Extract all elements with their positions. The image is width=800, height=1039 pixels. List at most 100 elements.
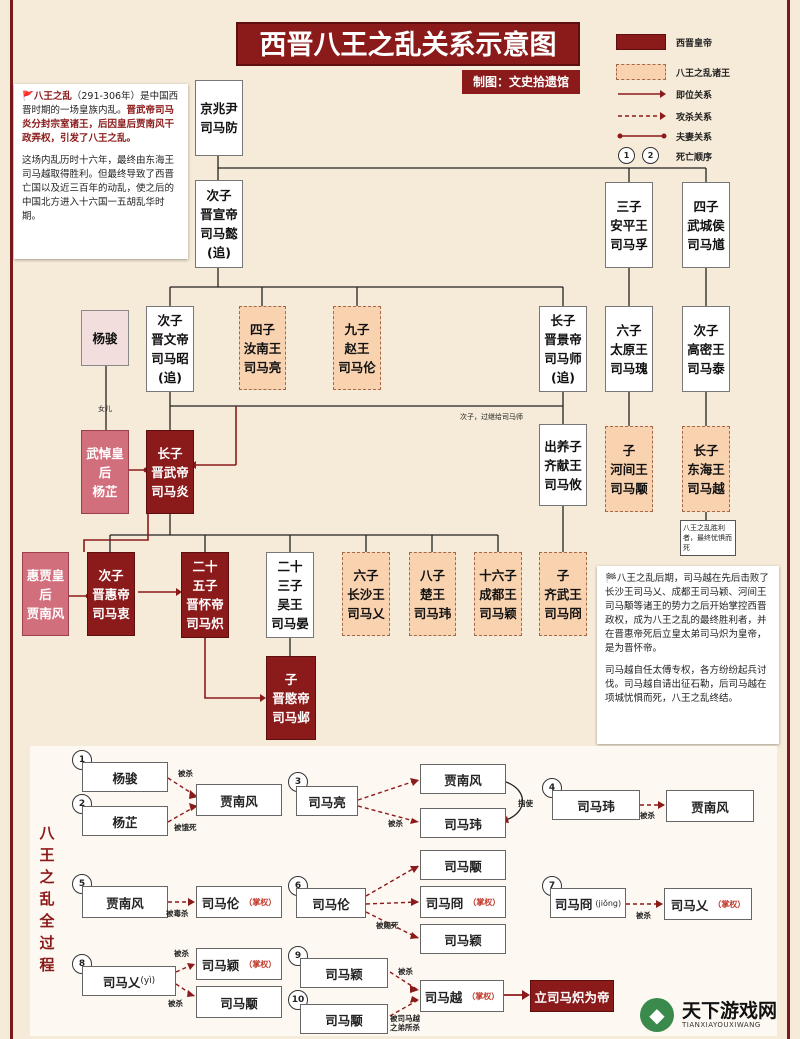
node-sima-yan: 长子 晋武帝 司马炎 bbox=[146, 430, 194, 514]
lbl-s3-instigate: 指使 bbox=[518, 799, 533, 808]
node-sima-fu: 三子 安平王 司马孚 bbox=[605, 182, 653, 268]
tree-lines bbox=[63, 156, 707, 702]
flag-icon: 🚩 bbox=[22, 91, 34, 102]
pb-ying-2-name: 司马颖 bbox=[201, 957, 240, 973]
pb-yong-3: 司马颙 bbox=[300, 1004, 388, 1034]
pb-ai-1: 司马乂（掌权） bbox=[664, 888, 752, 920]
intro-p2: 这场内乱历时十六年，最终由东海王司马越取得胜利。但最终导致了西晋亡国以及近三百年… bbox=[22, 155, 175, 222]
label-daughter: 女儿 bbox=[98, 405, 112, 413]
pb-jia-4: 贾南风 bbox=[82, 886, 168, 918]
pb-ying-2-tag: （掌权） bbox=[244, 959, 277, 969]
intro-p1: 是中国西晋时期的一场皇族内乱。 bbox=[22, 91, 179, 116]
pb-ai-2-pron: (yì) bbox=[140, 976, 156, 986]
pb-jiong-2: 司马冏(jiǒng) bbox=[550, 888, 626, 918]
lbl-s9-killed: 被杀 bbox=[398, 967, 413, 976]
pb-jia-3: 贾南风 bbox=[666, 790, 754, 822]
pb-ying-1: 司马颖 bbox=[420, 924, 506, 954]
pb-yang-jun: 杨骏 bbox=[82, 762, 168, 792]
node-sima-tai: 次子 高密王 司马泰 bbox=[682, 306, 730, 392]
pb-jiong-1: 司马冏 （掌权） bbox=[420, 886, 506, 918]
label-adoption-note: 次子，过继给司马师 bbox=[460, 413, 523, 421]
legend-attack: 攻杀关系 bbox=[616, 108, 786, 126]
pb-jiong-1-tag: （掌权） bbox=[468, 897, 501, 907]
node-sima-kui: 四子 武城侯 司马馗 bbox=[682, 182, 730, 268]
page-frame bbox=[10, 0, 790, 1039]
legend-succession: 即位关系 bbox=[616, 86, 786, 104]
legend-succession-label: 即位关系 bbox=[676, 91, 713, 101]
note-yue-victor: 八王之乱胜利者，最终忧惧而死 bbox=[680, 520, 736, 556]
outro-card: 🏁八王之乱后期，司马越在先后击败了长沙王司马乂、成都王司马颖、河间王司马颙等诸王… bbox=[597, 566, 779, 744]
legend-marriage-label: 夫妻关系 bbox=[676, 133, 713, 143]
node-sima-zhao: 次子 晋文帝 司马昭 (追) bbox=[146, 306, 194, 392]
process-vertical-title: 八王之乱全过程 bbox=[39, 824, 55, 974]
legend-attack-arrow bbox=[618, 112, 666, 120]
node-yang-zhi: 武悼皇后 杨芷 bbox=[81, 430, 129, 514]
pb-yue-final-name: 司马越 bbox=[424, 989, 463, 1005]
intro-p1b: 晋武帝司马炎分封宗室诸王，后因皇后贾南风干政弄权，引发了八王之乱。 bbox=[22, 105, 175, 144]
legend-order-label: 死亡顺序 bbox=[676, 153, 713, 163]
node-sima-fang: 京兆尹 司马防 bbox=[195, 80, 243, 156]
lbl-s6-ordered: 被赐死 bbox=[376, 921, 399, 930]
legend-emperor-label: 西晋皇帝 bbox=[676, 39, 713, 49]
pb-ai-2: 司马乂(yì) bbox=[82, 966, 176, 996]
pb-lun-2: 司马伦 bbox=[296, 888, 366, 918]
pb-jia-1: 贾南风 bbox=[196, 784, 282, 816]
legend-order: 1 2 死亡顺序 bbox=[616, 147, 786, 166]
node-sima-shi: 长子 晋景帝 司马师 (追) bbox=[539, 306, 587, 392]
node-sima-yan-wu: 二十 三子 吴王 司马晏 bbox=[266, 552, 314, 638]
node-sima-zhong: 次子 晋惠帝 司马衷 bbox=[87, 552, 135, 636]
lbl-s10-killed: 被司马越之弟所杀 bbox=[390, 1014, 420, 1032]
legend-attack-label: 攻杀关系 bbox=[676, 113, 713, 123]
node-sima-yong: 子 河间王 司马颙 bbox=[605, 426, 653, 512]
credit-badge: 制图：文史拾遗馆 bbox=[462, 70, 580, 94]
node-sima-ying: 十六子 成都王 司马颖 bbox=[474, 552, 522, 636]
legend-marriage-line bbox=[617, 133, 667, 139]
node-sima-jiong: 子 齐武王 司马冏 bbox=[539, 552, 587, 636]
node-sima-ye: 子 晋愍帝 司马邺 bbox=[266, 656, 316, 740]
intro-heading: 八王之乱 bbox=[33, 91, 72, 102]
legend-prince: 八王之乱诸王 bbox=[616, 64, 786, 82]
node-sima-yi: 次子 晋宣帝 司马懿 (追) bbox=[195, 180, 243, 268]
pb-ying-2: 司马颖 （掌权） bbox=[196, 948, 282, 980]
lbl-s8-killed-a: 被杀 bbox=[174, 949, 189, 958]
pb-enthrone: 立司马炽为帝 bbox=[530, 980, 614, 1012]
node-sima-you: 出养子 齐献王 司马攸 bbox=[539, 424, 587, 506]
logo-text-cn: 天下游戏网 bbox=[682, 1000, 778, 1022]
pb-yue-final-tag: （掌权） bbox=[467, 991, 500, 1001]
pb-jiong-2-name: 司马冏 bbox=[554, 896, 593, 912]
node-sima-yue: 长子 东海王 司马越 bbox=[682, 426, 730, 512]
pb-ai-2-name: 司马乂 bbox=[102, 974, 141, 990]
lbl-s1-killed: 被杀 bbox=[178, 769, 193, 778]
lbl-s3-killed: 被杀 bbox=[388, 819, 403, 828]
pb-yong-2: 司马颙 bbox=[196, 986, 282, 1018]
legend-marriage: 夫妻关系 bbox=[616, 128, 786, 146]
legend-succession-arrow bbox=[618, 90, 666, 98]
pb-wei-1: 司马玮 bbox=[420, 808, 506, 838]
legend-emperor-swatch bbox=[616, 34, 666, 50]
pb-ying-3: 司马颖 bbox=[300, 958, 388, 988]
node-sima-ai: 六子 长沙王 司马乂 bbox=[342, 552, 390, 636]
node-sima-wei: 八子 楚王 司马玮 bbox=[409, 552, 456, 636]
legend-emperor: 西晋皇帝 bbox=[616, 34, 786, 52]
intro-card: 🚩八王之乱（291-306年）是中国西晋时期的一场皇族内乱。晋武帝司马炎分封宗室… bbox=[14, 84, 188, 259]
logo-text-en: TIANXIAYOUXIWANG bbox=[682, 1021, 761, 1029]
site-logo: ◆ 天下游戏网 TIANXIAYOUXIWANG bbox=[640, 996, 796, 1036]
legend-prince-swatch bbox=[616, 64, 666, 80]
legend-prince-label: 八王之乱诸王 bbox=[676, 69, 731, 79]
pb-yang-zhi: 杨芷 bbox=[82, 806, 168, 836]
logo-icon: ◆ bbox=[640, 998, 674, 1032]
node-yang-jun: 杨骏 bbox=[81, 310, 129, 366]
legend-order-circle-2: 2 bbox=[642, 147, 659, 164]
pb-ai-1-tag: （掌权） bbox=[713, 899, 746, 909]
node-sima-chi: 二十 五子 晋怀帝 司马炽 bbox=[181, 552, 229, 638]
lbl-s7-killed: 被杀 bbox=[636, 911, 651, 920]
pb-yong-1: 司马颙 bbox=[420, 850, 506, 880]
page-title: 西晋八王之乱关系示意图 bbox=[236, 22, 580, 66]
outro-p1: 八王之乱后期，司马越在先后击败了长沙王司马乂、成都王司马颖、河间王司马颙等诸王的… bbox=[605, 573, 769, 654]
node-sima-gui: 六子 太原王 司马瑰 bbox=[605, 306, 653, 392]
outro-p2: 司马越自任太傅专权，各方纷纷起兵讨伐。司马越自请出征石勒，后司马越在项城忧惧而死… bbox=[605, 665, 767, 704]
pb-lun-1-tag: （掌权） bbox=[244, 897, 277, 907]
pb-jiong-1-name: 司马冏 bbox=[425, 895, 464, 911]
lbl-s5-poisoned: 被毒杀 bbox=[166, 909, 189, 918]
